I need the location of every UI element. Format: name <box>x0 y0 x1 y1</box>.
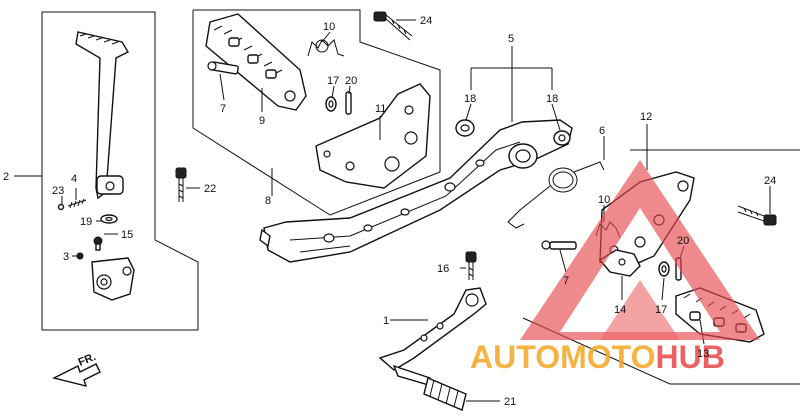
bolt-16 <box>465 251 477 280</box>
label-part-18-b: 18 <box>546 93 558 105</box>
frame-footpeg-left <box>192 9 441 216</box>
label-part-24-top: 24 <box>420 15 432 27</box>
bolt-24-top <box>373 11 413 41</box>
label-part-14: 14 <box>614 304 626 316</box>
brake-pedal-return-spring <box>507 161 605 229</box>
label-part-4: 4 <box>71 173 77 185</box>
label-part-16: 16 <box>437 263 449 275</box>
label-part-24-right: 24 <box>764 175 776 187</box>
label-part-1: 1 <box>383 315 389 327</box>
footpeg-left-washer-cotter <box>325 91 352 115</box>
label-part-6: 6 <box>599 125 605 137</box>
label-part-20-right: 20 <box>677 235 689 247</box>
footpeg-left-bracket <box>315 83 431 189</box>
footpeg-left-spring <box>307 39 345 57</box>
label-part-7-left: 7 <box>220 103 226 115</box>
svg-text:AUTOMOTOHUB: AUTOMOTOHUB <box>470 339 725 375</box>
label-part-12: 12 <box>640 111 652 123</box>
kick-starter-small-parts <box>57 198 135 301</box>
label-part-11: 11 <box>375 103 386 115</box>
footpeg-left <box>205 13 307 111</box>
automotohub-watermark: AUTOMOTOHUB <box>470 160 760 375</box>
label-part-21: 21 <box>504 396 516 408</box>
label-part-5: 5 <box>508 33 514 45</box>
label-part-7-right: 7 <box>563 275 569 287</box>
leader-lines <box>14 19 771 402</box>
footpeg-right-bracket-small <box>598 249 641 277</box>
label-part-10-right: 10 <box>598 194 610 206</box>
gearshift-lever <box>378 287 487 388</box>
watermark-logo-triangle <box>520 160 760 340</box>
label-part-8: 8 <box>265 195 271 207</box>
watermark-hub: HUB <box>655 339 724 375</box>
bolt-24-right <box>737 205 777 226</box>
label-part-17-left: 17 <box>327 75 339 87</box>
label-part-17-right: 17 <box>655 304 667 316</box>
footpeg-left-pin <box>207 61 239 75</box>
footpeg-right-pin <box>541 240 577 250</box>
front-direction-marker: FR. <box>51 351 101 387</box>
bolt-22 <box>175 167 187 202</box>
label-part-3: 3 <box>63 251 69 263</box>
watermark-moto: MOTO <box>560 339 655 375</box>
frame-kick-starter <box>41 11 199 331</box>
label-part-2: 2 <box>3 171 9 183</box>
label-part-20-left: 20 <box>345 75 357 87</box>
part-labels: 2 23 4 19 15 3 10 24 17 20 7 9 11 5 18 1… <box>3 15 776 408</box>
label-part-13: 13 <box>697 348 709 360</box>
watermark-auto: AUTO <box>470 339 560 375</box>
label-part-9: 9 <box>259 115 265 127</box>
label-part-15: 15 <box>121 229 133 241</box>
label-part-19: 19 <box>80 216 92 228</box>
label-part-23: 23 <box>52 185 64 197</box>
label-part-22: 22 <box>204 183 216 195</box>
label-part-10-left: 10 <box>323 21 335 33</box>
gearshift-rubber <box>423 377 467 411</box>
label-part-18-a: 18 <box>464 93 476 105</box>
kick-starter-arm <box>75 31 129 200</box>
brake-pedal <box>259 119 573 263</box>
